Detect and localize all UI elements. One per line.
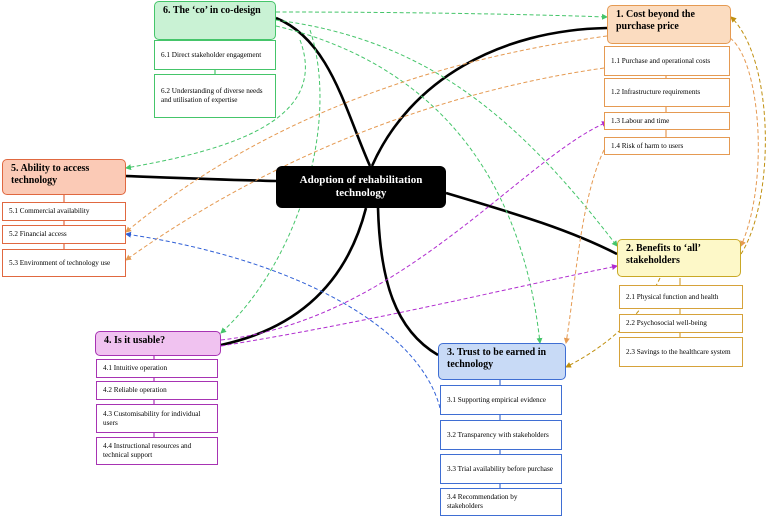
- subtheme-3-3: 3.3 Trial availability before purchase: [440, 454, 562, 484]
- link-t4-t1: [220, 121, 608, 341]
- subtheme-5-1: 5.1 Commercial availability: [2, 202, 126, 221]
- theme-2-title: 2. Benefits to ‘all’ stakeholders: [626, 243, 701, 266]
- branch-t4: [220, 207, 368, 347]
- subtheme-label: 4.2 Reliable operation: [103, 386, 167, 394]
- link-t6-t2: [275, 19, 618, 247]
- subtheme-2-1: 2.1 Physical function and health: [619, 285, 743, 309]
- link-t4-t2: [220, 264, 618, 347]
- central-topic: Adoption of rehabilitation technology: [276, 166, 446, 208]
- theme-1-title: 1. Cost beyond the purchase price: [616, 9, 695, 32]
- subtheme-label: 3.1 Supporting empirical evidence: [447, 395, 547, 404]
- subtheme-4-1: 4.1 Intuitive operation: [96, 359, 218, 378]
- branch-t6: [275, 16, 372, 167]
- theme-3-header: 3. Trust to be earned in technology: [438, 343, 566, 380]
- subtheme-5-3: 5.3 Environment of technology use: [2, 249, 126, 277]
- theme-6-header: 6. The ‘co’ in co-design: [154, 1, 276, 40]
- subtheme-2-2: 2.2 Psychosocial well-being: [619, 314, 743, 333]
- theme-5-header: 5. Ability to access technology: [2, 159, 126, 195]
- subtheme-2-3: 2.3 Savings to the healthcare system: [619, 337, 743, 367]
- subtheme-label: 6.2 Understanding of diverse needs and u…: [161, 87, 263, 104]
- subtheme-4-3: 4.3 Customisability for individual users: [96, 404, 218, 433]
- subtheme-label: 1.3 Labour and time: [611, 116, 670, 125]
- subtheme-6-1: 6.1 Direct stakeholder engagement: [154, 40, 276, 70]
- subtheme-label: 6.1 Direct stakeholder engagement: [161, 50, 262, 59]
- subtheme-5-2: 5.2 Financial access: [2, 225, 126, 244]
- subtheme-label: 4.1 Intuitive operation: [103, 364, 168, 372]
- central-topic-label: Adoption of rehabilitation technology: [299, 174, 423, 199]
- subtheme-3-1: 3.1 Supporting empirical evidence: [440, 385, 562, 415]
- subtheme-label: 4.4 Instructional resources and technica…: [103, 442, 192, 459]
- subtheme-label: 3.2 Transparency with stakeholders: [447, 430, 549, 439]
- subtheme-1-2: 1.2 Infrastructure requirements: [604, 78, 730, 107]
- subtheme-label: 2.1 Physical function and health: [626, 292, 719, 301]
- subtheme-label: 5.3 Environment of technology use: [9, 258, 111, 267]
- subtheme-label: 1.4 Risk of harm to users: [611, 141, 684, 150]
- subtheme-6-2: 6.2 Understanding of diverse needs and u…: [154, 74, 276, 118]
- subtheme-label: 4.3 Customisability for individual users: [103, 409, 201, 427]
- subtheme-label: 5.2 Financial access: [9, 230, 67, 238]
- branch-t1: [370, 26, 608, 167]
- theme-5-title: 5. Ability to access technology: [11, 163, 90, 186]
- subtheme-1-1: 1.1 Purchase and operational costs: [604, 46, 730, 76]
- subtheme-1-4: 1.4 Risk of harm to users: [604, 137, 730, 155]
- branch-t5: [125, 174, 277, 183]
- link-t1-t3: [563, 149, 605, 344]
- subtheme-label: 1.1 Purchase and operational costs: [611, 56, 711, 65]
- subtheme-label: 1.2 Infrastructure requirements: [611, 88, 701, 96]
- theme-3-title: 3. Trust to be earned in technology: [447, 347, 547, 370]
- theme-4-header: 4. Is it usable?: [95, 331, 221, 356]
- branch-t2: [445, 191, 618, 256]
- link-t6-t1: [275, 11, 608, 20]
- subtheme-3-2: 3.2 Transparency with stakeholders: [440, 420, 562, 450]
- subtheme-label: 5.1 Commercial availability: [9, 207, 90, 215]
- theme-1-header: 1. Cost beyond the purchase price: [607, 5, 731, 44]
- link-t1-t2: [729, 37, 759, 247]
- subtheme-label: 2.2 Psychosocial well-being: [626, 319, 707, 327]
- subtheme-3-4: 3.4 Recommendation by stakeholders: [440, 488, 562, 516]
- subtheme-label: 3.3 Trial availability before purchase: [447, 464, 553, 473]
- subtheme-label: 2.3 Savings to the healthcare system: [626, 347, 731, 356]
- subtheme-label: 3.4 Recommendation by stakeholders: [447, 493, 518, 510]
- theme-6-title: 6. The ‘co’ in co-design: [163, 5, 261, 16]
- subtheme-4-2: 4.2 Reliable operation: [96, 381, 218, 400]
- theme-4-title: 4. Is it usable?: [104, 335, 166, 346]
- subtheme-4-4: 4.4 Instructional resources and technica…: [96, 437, 218, 465]
- subtheme-1-3: 1.3 Labour and time: [604, 112, 730, 130]
- theme-2-header: 2. Benefits to ‘all’ stakeholders: [617, 239, 741, 277]
- branch-t3: [376, 207, 439, 357]
- link-t2-t1: [730, 16, 766, 255]
